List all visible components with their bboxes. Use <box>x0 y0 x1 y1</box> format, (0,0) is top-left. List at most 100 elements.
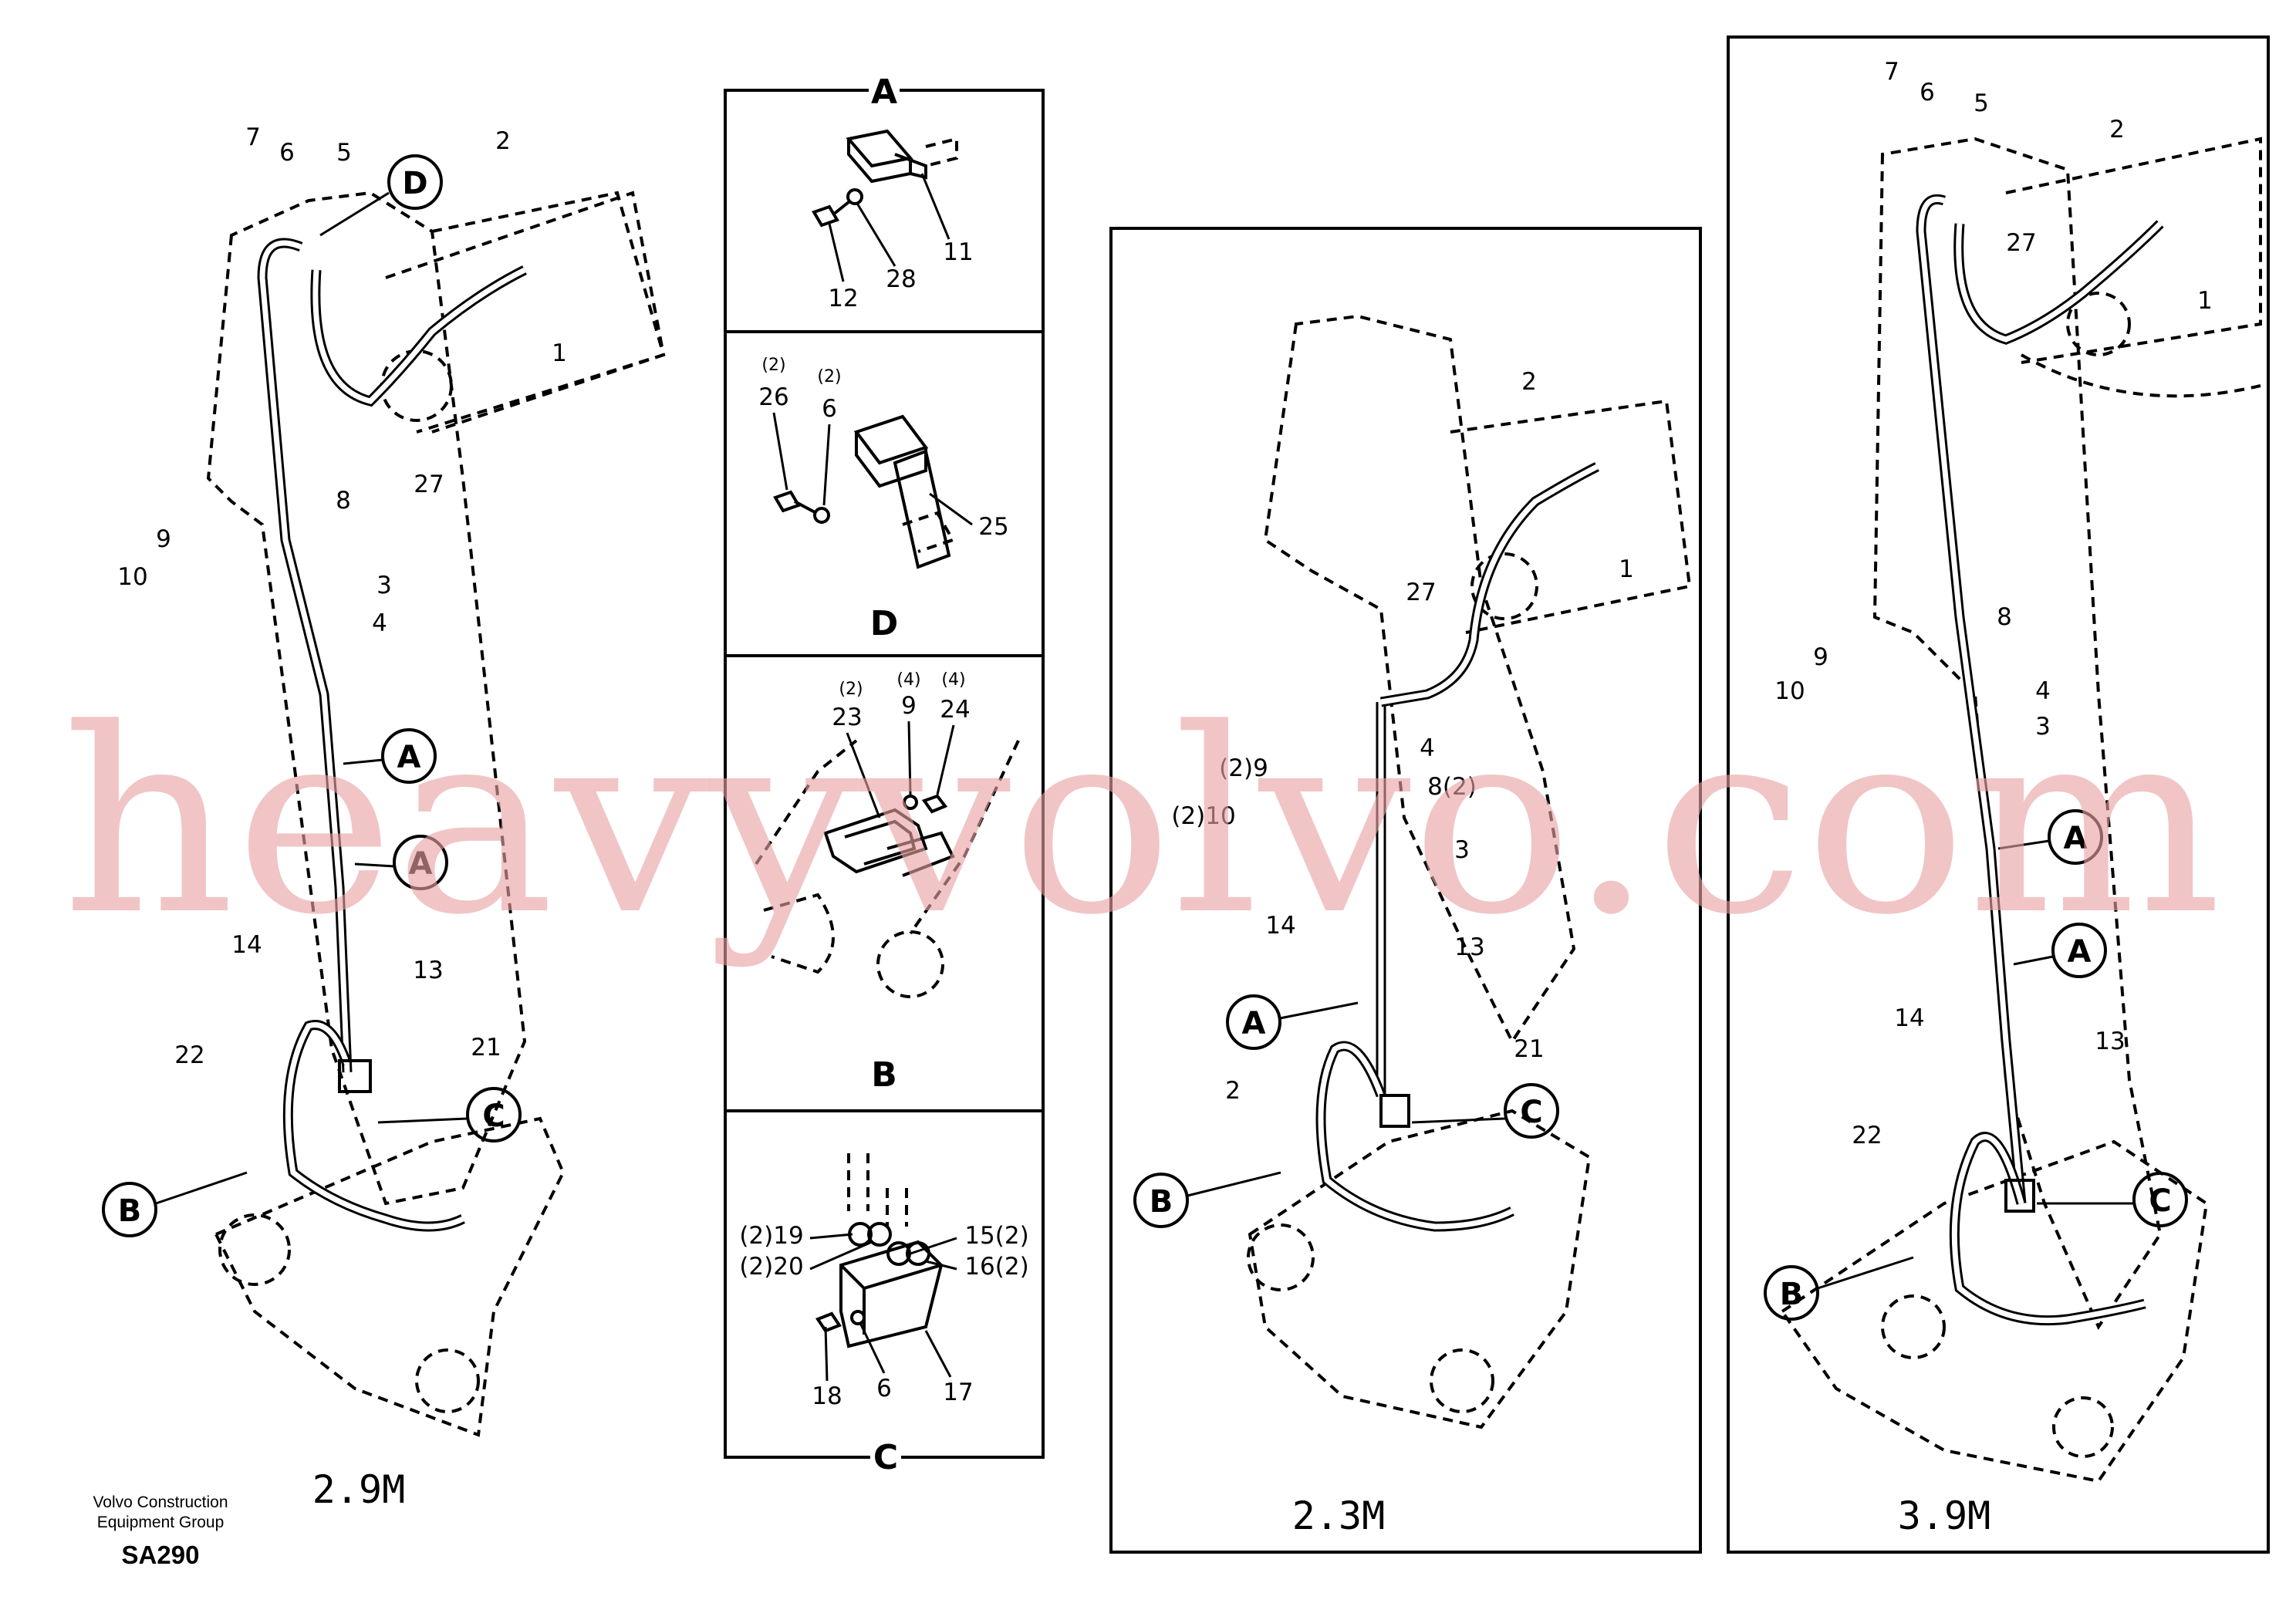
pin-circle <box>380 349 453 422</box>
bolt <box>921 794 948 814</box>
boom-outline <box>206 191 527 1206</box>
svg-text:A: A <box>409 846 433 882</box>
panel-frame <box>1727 35 2270 1554</box>
item-number: 22 <box>174 1041 204 1069</box>
bucket-link-outline <box>214 1116 566 1437</box>
fitting <box>886 1241 911 1266</box>
fitting-stubs <box>847 1153 908 1227</box>
item-number: 7 <box>245 123 261 151</box>
item-number: 4 <box>1420 734 1435 762</box>
callout-A-1[interactable]: A <box>343 728 437 784</box>
callout-D[interactable]: D <box>319 154 443 237</box>
item-number: 3 <box>2035 713 2051 741</box>
boom-cylinder-outline <box>431 191 666 434</box>
svg-text:B: B <box>118 1193 142 1229</box>
callout-C[interactable]: C <box>1411 1083 1559 1139</box>
hydraulic-hose-lower-inner <box>285 1022 464 1230</box>
svg-text:D: D <box>402 166 427 201</box>
item-number: (2)10 <box>1171 802 1235 830</box>
manifold-block <box>1379 1094 1410 1128</box>
bolt <box>773 490 817 515</box>
callout-C[interactable]: C <box>2037 1172 2188 1227</box>
item-number: 16(2) <box>964 1253 1028 1281</box>
item-number: 7 <box>1884 58 1899 86</box>
item-number: 27 <box>1406 579 1436 606</box>
length-label: 2.3M <box>1292 1493 1385 1538</box>
item-number: 6 <box>876 1375 892 1402</box>
svg-text:C: C <box>1520 1095 1542 1130</box>
item-number: 11 <box>943 238 973 266</box>
bucket-pin-circle <box>1430 1348 1494 1413</box>
callout-A[interactable]: A <box>1226 994 1359 1050</box>
item-number: 15(2) <box>964 1222 1028 1250</box>
watermark: heavyvolvo.com <box>62 674 2222 970</box>
callout-A-2[interactable]: A <box>2013 923 2107 978</box>
item-number: 5 <box>336 139 352 167</box>
callout-A-1[interactable]: A <box>1997 809 2103 865</box>
item-number: 6 <box>279 139 295 167</box>
item-number: (2)20 <box>739 1253 803 1281</box>
section-letter: C <box>873 1438 898 1477</box>
svg-text:A: A <box>2064 821 2088 856</box>
hydraulic-hose-main-inner <box>259 240 350 1073</box>
callout-A-2[interactable]: A <box>354 835 448 890</box>
quantity-label: (2) <box>817 367 841 386</box>
boom-assembly-2-3m: A C B 2 1 27 4 (2)9 8(2) (2)10 3 14 13 2… <box>1109 227 1702 1554</box>
svg-text:C: C <box>482 1099 505 1134</box>
stick-outline <box>2005 137 2262 364</box>
callout-B[interactable]: B <box>1133 1171 1281 1228</box>
item-number: 10 <box>117 563 147 591</box>
hydraulic-hose-lower-inner <box>1318 1043 1514 1230</box>
svg-text:B: B <box>1150 1184 1173 1220</box>
hydraulic-hose-upper-inner <box>312 267 526 404</box>
arm-band <box>2021 353 2261 398</box>
item-number: 1 <box>2197 287 2213 315</box>
item-number: 14 <box>1894 1004 1924 1032</box>
svg-text:C: C <box>2149 1183 2171 1219</box>
item-number: 2 <box>495 127 511 155</box>
item-number: 27 <box>2006 229 2036 257</box>
svg-text:B: B <box>1780 1277 1804 1312</box>
pin-circle <box>2066 292 2131 356</box>
item-number: 18 <box>812 1382 842 1410</box>
bucket-link-outline <box>1248 1109 1592 1429</box>
item-number: 4 <box>372 609 387 637</box>
item-number: 13 <box>413 957 443 984</box>
bolt <box>815 1311 842 1333</box>
item-number: 3 <box>376 572 392 599</box>
item-number: 28 <box>886 265 916 293</box>
washer <box>903 795 918 810</box>
quantity-label: (2) <box>761 356 785 375</box>
callout-B[interactable]: B <box>1764 1256 1914 1321</box>
detail-section-A: A 12 28 11 <box>812 73 974 312</box>
clamp-strap <box>894 153 927 180</box>
section-letter: A <box>871 73 897 112</box>
callout-B[interactable]: B <box>102 1171 248 1237</box>
item-number: 27 <box>414 471 444 498</box>
drawing-footer: Volvo Construction Equipment Group SA290 <box>93 1493 228 1569</box>
boom-assembly-3-9m: A A C B 7 6 5 2 27 1 8 9 4 10 3 14 13 22 <box>1727 35 2270 1554</box>
section-letter: B <box>871 1055 897 1095</box>
clamp-bracket <box>846 129 913 184</box>
panel-frame <box>1109 227 1702 1554</box>
length-label: 2.9M <box>312 1467 405 1512</box>
item-number: 8 <box>1997 603 2012 631</box>
hydraulic-hose-main-inner <box>1918 197 2024 1204</box>
fitting <box>867 1222 892 1247</box>
manifold-block <box>2004 1179 2035 1213</box>
manifold-block <box>338 1059 372 1093</box>
pin-circle <box>876 930 944 998</box>
item-number: 14 <box>1265 912 1295 940</box>
hydraulic-hose-upper-inner <box>1380 464 1599 705</box>
callout-C[interactable]: C <box>377 1087 522 1142</box>
item-number: 9 <box>901 692 917 720</box>
item-number: 1 <box>1619 555 1634 583</box>
boom-outline <box>1872 137 2163 1331</box>
pin-circle <box>1470 552 1538 620</box>
bucket-link-outline <box>1780 1139 2209 1483</box>
washer <box>846 188 863 205</box>
item-number: 8 <box>336 487 351 515</box>
item-number: 13 <box>2095 1028 2125 1055</box>
svg-text:A: A <box>2068 934 2092 970</box>
